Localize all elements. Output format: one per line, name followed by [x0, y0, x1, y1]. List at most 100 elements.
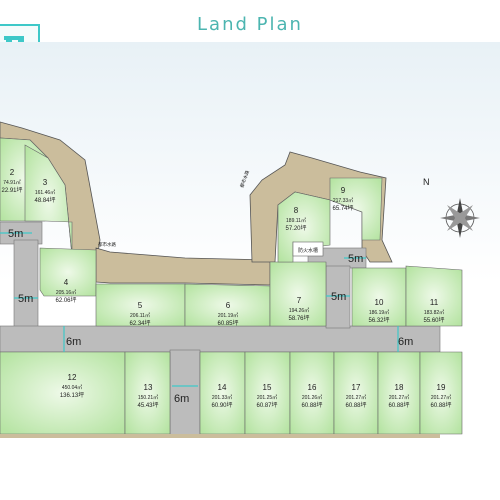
waterway-label-south: 都市水路 — [98, 241, 116, 248]
lot-tsubo: 62.06坪 — [55, 296, 76, 304]
lot-parcel[interactable] — [199, 351, 246, 435]
lot-area: 201.33㎡ — [212, 394, 232, 401]
lot-number: 8 — [294, 206, 299, 215]
lot-number: 18 — [395, 383, 404, 392]
lot-number: 14 — [218, 383, 227, 392]
lot-parcel[interactable] — [377, 351, 421, 435]
lot-tsubo: 60.90坪 — [211, 401, 232, 409]
logo-cap — [4, 36, 24, 40]
lot-tsubo: 48.84坪 — [34, 196, 55, 204]
lot-tsubo: 22.91坪 — [1, 186, 22, 194]
page-title: Land Plan — [197, 14, 303, 35]
north-compass-icon: N — [423, 177, 480, 238]
lot-tsubo: 56.32坪 — [368, 316, 389, 324]
lot-number: 17 — [352, 383, 361, 392]
lot-area: 450.04㎡ — [62, 384, 82, 391]
lot-parcel[interactable] — [39, 247, 97, 297]
road-east-vertical — [325, 265, 351, 329]
lot-tsubo: 45.43坪 — [137, 401, 158, 409]
road-width-markers: 5m 5m 6m 6m 5m 5m 6m 6m — [0, 228, 413, 451]
lot-number: 13 — [144, 383, 153, 392]
lot-tsubo: 60.88坪 — [430, 401, 451, 409]
lot-tsubo: 58.76坪 — [288, 314, 309, 322]
road-west-vertical — [13, 239, 39, 331]
lot-number: 12 — [68, 373, 77, 382]
lot-tsubo: 60.88坪 — [345, 401, 366, 409]
lot-tsubo: 55.60坪 — [423, 316, 444, 324]
lot-parcel[interactable] — [24, 144, 73, 256]
lot-area: 201.25㎡ — [257, 394, 277, 401]
lot-parcel[interactable] — [405, 265, 463, 327]
lot-area: 217.33㎡ — [333, 197, 353, 204]
road-network — [0, 221, 441, 436]
fire-water-tank-label: 防火水槽 — [298, 247, 318, 254]
lot-number: 3 — [43, 178, 48, 187]
lot-tsubo: 60.85坪 — [217, 319, 238, 327]
lot-tsubo: 62.34坪 — [129, 319, 150, 327]
road-width-label: 5m — [18, 293, 33, 305]
lot-parcel[interactable] — [269, 261, 327, 327]
road-width-label: 6m — [66, 336, 81, 348]
lot-number: 15 — [263, 383, 272, 392]
lot-area: 201.27㎡ — [389, 394, 409, 401]
lot-parcel[interactable] — [419, 351, 463, 435]
lot-parcel[interactable] — [244, 351, 291, 435]
lot-tsubo: 60.87坪 — [256, 401, 277, 409]
lot-tsubo: 57.20坪 — [285, 224, 306, 232]
lot-number: 11 — [430, 298, 439, 307]
lot-parcel[interactable] — [289, 351, 335, 435]
lot-area: 150.21㎡ — [138, 394, 158, 401]
south-boundary — [0, 434, 440, 438]
lot-parcel[interactable] — [329, 177, 383, 241]
lot-area: 201.27㎡ — [431, 394, 451, 401]
road-width-label-spare: 6m — [0, 449, 2, 451]
lot-area: 186.19㎡ — [369, 309, 389, 316]
lot-parcel[interactable] — [333, 351, 379, 435]
lot-tsubo: 65.74坪 — [332, 204, 353, 212]
lot-area: 205.16㎡ — [56, 289, 76, 296]
lot-number: 4 — [64, 278, 69, 287]
lot-area: 201.27㎡ — [346, 394, 366, 401]
lot-area: 183.82㎡ — [424, 309, 444, 316]
road-width-label: 6m — [174, 393, 189, 405]
lot-area: 189.11㎡ — [286, 217, 306, 224]
lot-tsubo: 60.88坪 — [388, 401, 409, 409]
lot-number: 10 — [375, 298, 384, 307]
lot-number: 2 — [10, 168, 15, 177]
lot-number: 19 — [437, 383, 446, 392]
compass-north-label: N — [423, 177, 430, 187]
lot-area: 161.46㎡ — [35, 189, 55, 196]
lot-area: 201.26㎡ — [302, 394, 322, 401]
lot-area: 201.19㎡ — [218, 312, 238, 319]
road-width-label: 6m — [398, 336, 413, 348]
lot-tsubo: 60.88坪 — [301, 401, 322, 409]
road-width-label: 5m — [8, 228, 23, 240]
lot-parcel[interactable] — [124, 351, 171, 435]
lot-area: 194.26㎡ — [289, 307, 309, 314]
lot-area: 206.11㎡ — [130, 312, 150, 319]
lot-number: 9 — [341, 186, 346, 195]
lot-tsubo: 136.13坪 — [60, 391, 84, 399]
lot-number: 7 — [297, 296, 302, 305]
road-width-label: 5m — [331, 291, 346, 303]
lot-number: 5 — [138, 301, 143, 310]
lot-area: 74.91㎡ — [3, 179, 21, 186]
